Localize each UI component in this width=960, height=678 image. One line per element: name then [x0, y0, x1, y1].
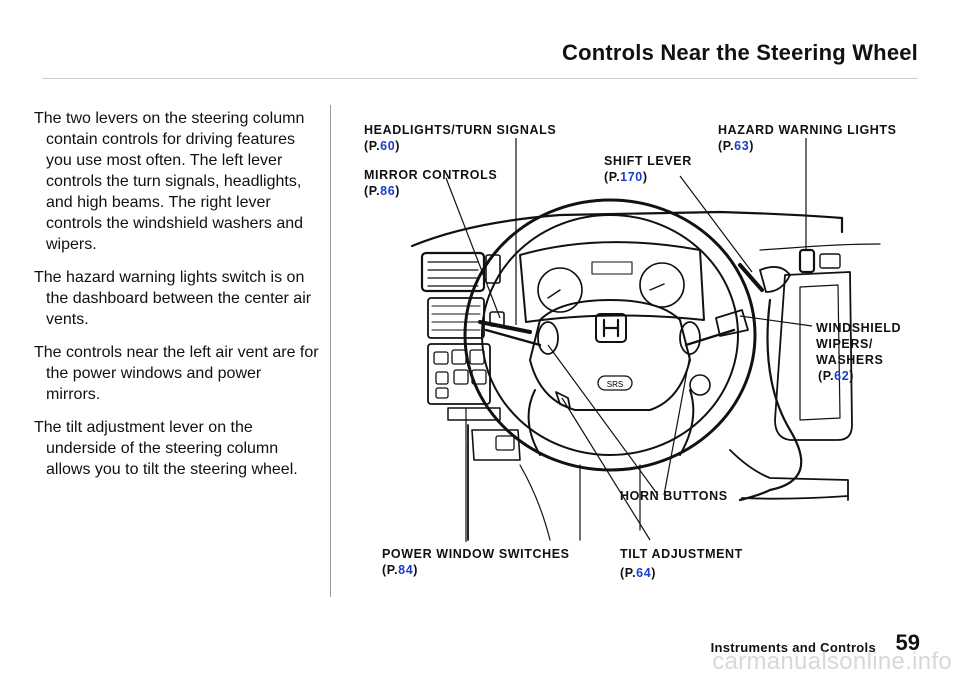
callout-label: POWER WINDOW SWITCHES: [382, 547, 570, 561]
callout-tilt: TILT ADJUSTMENT (P.64): [620, 546, 743, 581]
page-link[interactable]: 63: [734, 139, 750, 153]
page-reference: (P.64): [620, 566, 657, 580]
intro-text: The two levers on the steering column co…: [34, 108, 319, 492]
page-reference: (P.63): [718, 139, 755, 153]
callout-label: HORN BUTTONS: [620, 489, 728, 503]
page-reference: (P.62): [818, 369, 855, 383]
callout-label: MIRROR CONTROLS: [364, 168, 498, 182]
page-link[interactable]: 86: [380, 184, 396, 198]
page-link[interactable]: 60: [380, 139, 396, 153]
callout-label: TILT ADJUSTMENT: [620, 547, 743, 561]
leader-line-shift: [679, 175, 753, 273]
leader-line-horn: [547, 344, 691, 496]
callout-shift: SHIFT LEVER (P.170): [604, 153, 692, 185]
intro-paragraph: The hazard warning lights switch is on t…: [34, 269, 312, 328]
leader-line-tilt: [561, 397, 651, 541]
page-reference: (P.60): [364, 139, 401, 153]
intro-paragraph: The two levers on the steering column co…: [34, 110, 305, 253]
page-link[interactable]: 170: [620, 170, 643, 184]
page-link[interactable]: 84: [398, 563, 414, 577]
callout-horn: HORN BUTTONS: [620, 488, 728, 504]
header-rule: [42, 78, 918, 79]
leader-line-mirror: [445, 177, 501, 319]
page-reference: (P.170): [604, 170, 648, 184]
page-reference: (P.86): [364, 184, 401, 198]
callout-label: SHIFT LEVER: [604, 154, 692, 168]
section-name: Instruments and Controls: [710, 640, 876, 655]
watermark: carmanualsonline.info: [712, 648, 952, 675]
callout-headlights: HEADLIGHTS/TURN SIGNALS (P.60): [364, 122, 556, 154]
callout-window: POWER WINDOW SWITCHES (P.84): [382, 546, 570, 578]
page-title: Controls Near the Steering Wheel: [561, 40, 918, 65]
callout-wipers: WINDSHIELD WIPERS/ WASHERS (P.62): [816, 320, 916, 384]
page-number: 59: [895, 630, 920, 655]
leader-line-wipers: [739, 315, 813, 327]
page-link[interactable]: 62: [834, 369, 850, 383]
intro-paragraph: The controls near the left air vent are …: [34, 344, 319, 403]
column-divider: [330, 105, 331, 597]
callout-label: WINDSHIELD WIPERS/ WASHERS: [816, 321, 902, 367]
intro-paragraph: The tilt adjustment lever on the undersi…: [34, 419, 298, 478]
callout-label: HEADLIGHTS/TURN SIGNALS: [364, 123, 557, 137]
page-link[interactable]: 64: [636, 566, 652, 580]
callout-hazard: HAZARD WARNING LIGHTS (P.63): [718, 122, 897, 154]
page-reference: (P.84): [382, 563, 419, 577]
callout-label: HAZARD WARNING LIGHTS: [718, 123, 897, 137]
srs-badge-text: SRS: [607, 380, 623, 389]
callout-mirror: MIRROR CONTROLS (P.86): [364, 167, 497, 199]
